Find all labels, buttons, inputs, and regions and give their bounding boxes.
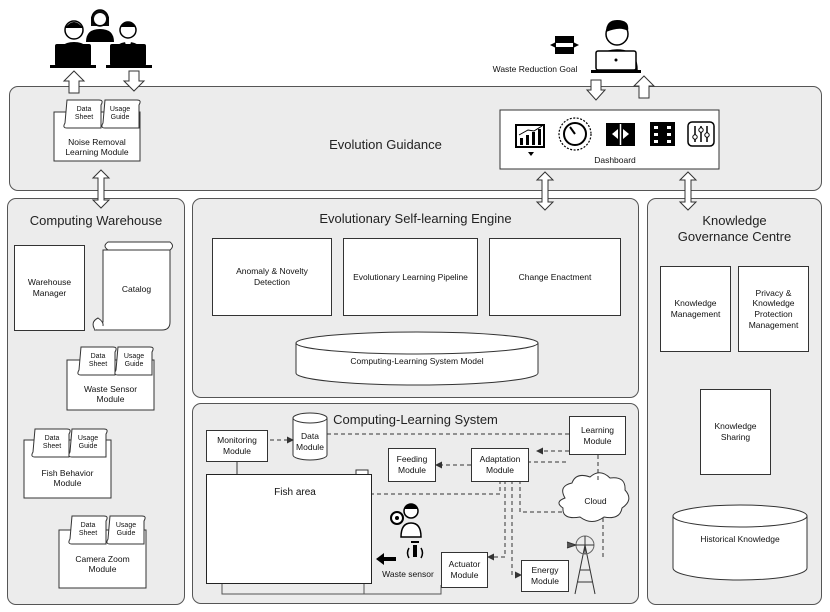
monitoring-module-box[interactable]: Monitoring Module [206,430,268,462]
fish-usage-guide-tab[interactable]: Usage Guide [77,435,99,450]
learning-module-box[interactable]: Learning Module [569,416,626,455]
sliders-icon [687,121,715,147]
down-arrow-icon [585,79,607,101]
windmill-icon [566,535,596,595]
computing-warehouse-title: Computing Warehouse [29,213,163,228]
system-model-cylinder [295,331,539,386]
knowledge-management-box[interactable]: Knowledge Management [660,266,731,352]
catalog-scroll-icon [92,241,173,331]
warehouse-manager-box[interactable]: Warehouse Manager [14,245,85,331]
noise-data-sheet-tab[interactable]: Data Sheet [74,106,94,121]
knowledge-title: Knowledge Governance Centre [677,213,792,245]
noise-usage-guide-tab[interactable]: Usage Guide [109,106,131,121]
change-enactment-box[interactable]: Change Enactment [489,238,621,316]
cls-title: Computing-Learning System [333,412,498,427]
noise-removal-module[interactable]: Noise Removal Learning Module [65,137,129,158]
historical-knowledge-cylinder [672,504,808,581]
dashboard-label: Dashboard [594,155,636,165]
cloud-label[interactable]: Cloud [584,496,607,506]
double-arrow-icon [91,169,698,211]
learning-pipeline-box[interactable]: Evolutionary Learning Pipeline [343,238,478,316]
worker-icon [390,503,422,538]
down-arrow-icon [122,70,146,92]
up-arrow-icon [62,70,86,94]
waste-data-sheet-tab[interactable]: Data Sheet [88,353,108,368]
fish-behavior-module[interactable]: Fish Behavior Module [41,468,94,489]
actuator-link [221,583,442,595]
privacy-protection-box[interactable]: Privacy & Knowledge Protection Managemen… [738,266,809,352]
energy-module-box[interactable]: Energy Module [521,560,569,592]
fish-area-label: Fish area [274,487,316,498]
waste-goal-icon [550,36,579,54]
waste-sensor-module[interactable]: Waste Sensor Module [83,384,138,405]
signal-icon [406,541,424,559]
cloud-shape [558,472,630,522]
anomaly-detection-box[interactable]: Anomaly & Novelty Detection [212,238,332,316]
data-module-cylinder [292,412,328,461]
sensor-arrow-icon [376,553,396,565]
fish-data-sheet-tab[interactable]: Data Sheet [42,435,62,450]
chart-icon [515,124,545,156]
evolution-guidance-title: Evolution Guidance [329,137,442,152]
camera-zoom-module[interactable]: Camera Zoom Module [75,554,130,575]
compare-icon [606,123,635,146]
developer-user-icon-1 [50,20,96,68]
waste-goal-label: Waste Reduction Goal [492,64,578,74]
developer-user-icon-3 [106,21,152,68]
fish-area-box: Fish area [206,474,372,584]
actuator-module-box[interactable]: Actuator Module [441,552,488,588]
historical-knowledge-label[interactable]: Historical Knowledge [700,534,780,544]
data-module-label[interactable]: Data Module [296,431,324,452]
developer-user-icon-2 [86,9,114,42]
operator-user-icon [591,20,641,73]
catalog-label[interactable]: Catalog [121,284,152,294]
waste-sensor-label[interactable]: Waste sensor [382,569,434,579]
doc-tabs [31,99,154,545]
knowledge-sharing-box[interactable]: Knowledge Sharing [700,389,771,475]
gauge-icon [558,117,592,151]
grid-icon [650,122,675,146]
feeding-module-box[interactable]: Feeding Module [388,448,436,482]
adaptation-module-box[interactable]: Adaptation Module [471,448,529,482]
camera-data-sheet-tab[interactable]: Data Sheet [78,522,98,537]
waste-usage-guide-tab[interactable]: Usage Guide [123,353,145,368]
up-arrow-icon [632,75,656,99]
engine-title: Evolutionary Self-learning Engine [319,211,512,226]
system-model-label[interactable]: Computing-Learning System Model [350,356,484,366]
camera-usage-guide-tab[interactable]: Usage Guide [115,522,137,537]
